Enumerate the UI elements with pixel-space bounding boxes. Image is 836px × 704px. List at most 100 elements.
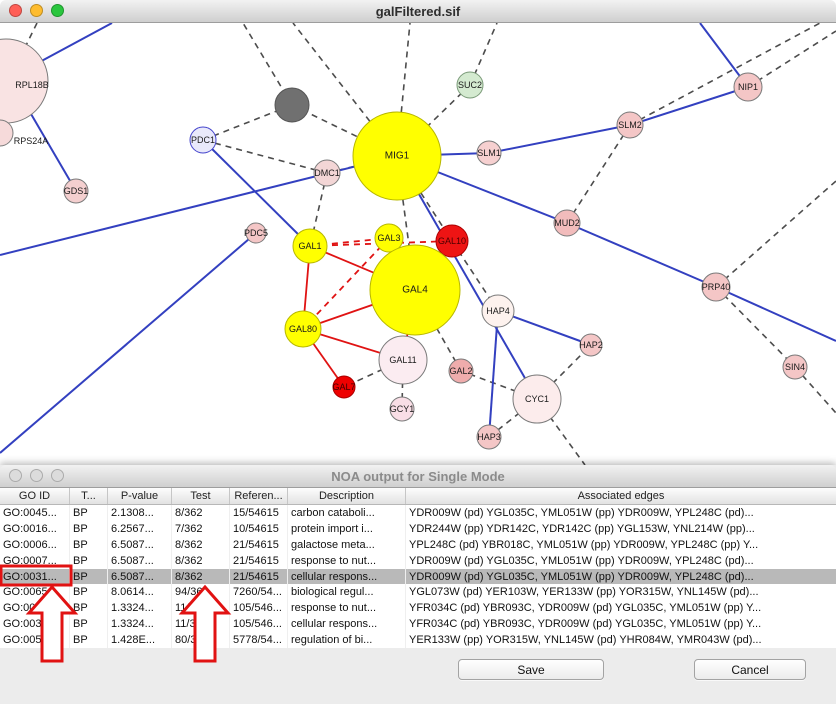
table-cell: 105/546... [230,616,288,633]
network-edge [488,124,631,154]
network-node-PDC5[interactable] [245,222,267,244]
network-node-NIP1[interactable] [733,72,763,102]
network-window-titlebar[interactable]: galFiltered.sif [0,0,836,23]
table-cell: 10/54615 [230,520,288,537]
close-button[interactable] [9,4,22,17]
table-cell: response to nut... [288,552,406,569]
network-node-GAL3[interactable] [374,223,404,253]
column-header-p-value[interactable]: P-value [108,488,172,504]
network-node-MIG1[interactable] [352,111,442,201]
table-cell: YER133W (pp) YOR315W, YNL145W (pd) YHR08… [409,634,762,647]
table-cell: BP [70,600,108,617]
network-node-GAL11[interactable] [378,335,428,385]
network-edge [629,22,821,126]
table-cell: BP [70,632,108,648]
zoom-button[interactable] [51,469,64,482]
column-header-description[interactable]: Description [288,488,406,504]
network-node-GAL7[interactable] [332,375,356,399]
table-cell: galactose meta... [288,536,406,553]
network-edge [488,310,499,438]
table-cell: YDR244W (pp) YDR142C, YDR142C (pp) YGL15… [409,522,755,535]
network-node-RPL18B[interactable] [0,38,49,124]
network-node-PDC1[interactable] [189,126,217,154]
table-cell: 8.0614... [108,584,172,601]
table-cell: regulation of bi... [288,632,406,648]
network-node-GCY1[interactable] [389,396,415,422]
network-node-DMC1[interactable] [313,159,341,187]
network-node-CYC1[interactable] [512,374,562,424]
network-node-GAL4[interactable] [369,244,461,336]
network-node-GDS1[interactable] [63,178,89,204]
close-button[interactable] [9,469,22,482]
table-cell: 8/362 [172,552,230,569]
network-node-SUC2[interactable] [456,71,484,99]
minimize-button[interactable] [30,4,43,17]
network-edge [202,139,328,174]
network-node-HAP4[interactable] [481,294,515,328]
network-node-label: RPS24A [14,136,49,146]
network-node-HAP3[interactable] [476,424,502,450]
network-node-RPS24A[interactable] [0,119,14,147]
network-edge [396,155,538,400]
network-node-SIN4[interactable] [782,354,808,380]
network-node-SLM2[interactable] [616,111,644,139]
network-node-GAL1[interactable] [292,228,328,264]
network-node-SLM1[interactable] [476,140,502,166]
network-edge [291,104,398,157]
table-cell: BP [70,616,108,633]
table-cell: GO:0045... [0,505,70,521]
network-node-GAL80[interactable] [284,310,322,348]
network-edge [401,359,404,410]
network-node-MUD2[interactable] [553,209,581,237]
table-cell: 8/362 [172,536,230,553]
column-header-associated-edges[interactable]: Associated edges [577,490,665,502]
table-cell: YDR009W (pd) YGL035C, YML051W (pp) YDR00… [409,506,754,519]
table-cell: GO:0006... [0,536,70,553]
minimize-button[interactable] [30,469,43,482]
network-node-PRP40[interactable] [701,272,731,302]
network-edge [302,237,390,330]
network-node-HAP2[interactable] [579,333,603,357]
save-button[interactable]: Save [458,659,604,680]
network-edge [0,232,257,454]
traffic-lights [9,4,64,17]
column-header-t[interactable]: T... [70,488,108,504]
noa-window-titlebar[interactable]: NOA output for Single Mode [0,465,836,488]
cancel-button[interactable]: Cancel [694,659,806,680]
table-cell: protein import i... [288,520,406,537]
column-header-go-id[interactable]: GO ID [0,488,70,504]
zoom-button[interactable] [51,4,64,17]
table-cell: 8/362 [172,568,230,585]
column-header-referen[interactable]: Referen... [230,488,288,504]
network-edge [202,139,311,247]
table-cell: GO:0031... [0,568,70,585]
table-cell: 94/362 [172,584,230,601]
network-node-GAL2[interactable] [448,358,474,384]
network-edge [566,222,717,288]
network-node[interactable] [274,87,310,123]
column-header-test[interactable]: Test [172,488,230,504]
table-cell: GO:0031... [0,616,70,633]
network-edge [715,180,836,288]
table-cell: BP [70,552,108,569]
table-cell: YPL248C (pd) YBR018C, YML051W (pp) YDR00… [409,538,759,551]
network-edge [715,286,836,342]
table-cell: BP [70,505,108,521]
network-node-GAL10[interactable] [435,224,469,258]
network-edge [747,30,836,88]
